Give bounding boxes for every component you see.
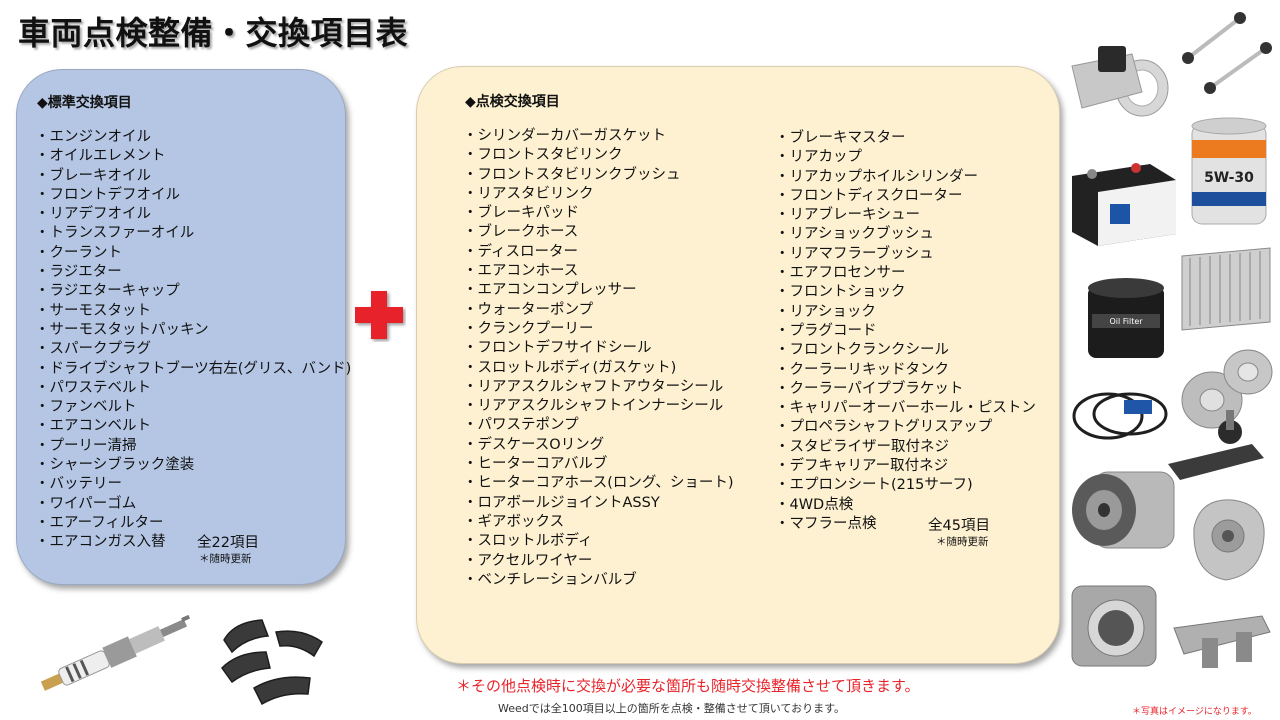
list-item: ・ギアボックス — [463, 513, 565, 530]
inspection-items-column-1: ・シリンダーカバーガスケット ・フロントスタビリンク ・フロントスタビリンクブッ… — [463, 127, 734, 590]
list-item: ・スパークプラグ — [35, 341, 151, 358]
list-item: ・バッテリー — [35, 476, 122, 493]
list-item: ・フロントショック — [775, 284, 906, 301]
water-pump-image — [1193, 499, 1265, 581]
list-item: ・ブレーキオイル — [35, 167, 151, 184]
list-item: ・リアマフラーブッシュ — [775, 245, 934, 262]
list-item: ・エアコンコンプレッサー — [463, 282, 637, 299]
list-item: ・フロントデフオイル — [35, 186, 180, 203]
radiator-image — [1181, 247, 1271, 331]
ac-compressor-image — [1072, 471, 1175, 549]
list-item: ・リアブレーキシュー — [775, 207, 920, 224]
list-item: ・サーモスタット — [35, 302, 151, 319]
standard-items-list: ・エンジンオイル ・オイルエレメント ・ブレーキオイル ・フロントデフオイル ・… — [35, 128, 351, 553]
list-item: ・スタビライザー取付ネジ — [775, 438, 949, 455]
list-item: ・4WD点検 — [775, 496, 854, 513]
inspection-total: 全45項目 — [928, 518, 990, 534]
battery-image — [1072, 163, 1176, 246]
list-item: ・パワステベルト — [35, 379, 151, 396]
list-item: ・トランスファーオイル — [35, 225, 195, 242]
list-item: ・クーラント — [35, 244, 122, 261]
standard-heading: ◆標準交換項目 — [37, 95, 132, 111]
list-item: ・ロアボールジョイントASSY — [463, 494, 660, 511]
list-item: ・デスケースOリング — [463, 436, 605, 453]
list-item: ・エンジンオイル — [35, 129, 151, 145]
list-item: ・エアコンベルト — [35, 418, 151, 435]
list-item: ・アクセルワイヤー — [463, 552, 593, 569]
list-item: ・ヒーターコアバルブ — [463, 456, 608, 473]
standard-items-panel: ◆標準交換項目 ・エンジンオイル ・オイルエレメント ・ブレーキオイル ・フロン… — [16, 69, 351, 585]
list-item: ・ドライブシャフトブーツ右左(グリス、バンド) — [35, 360, 352, 377]
standard-total: 全22項目 — [197, 535, 259, 551]
list-item: ・ブレーキマスター — [775, 130, 906, 146]
inspection-count-note: Weedでは全100項目以上の箇所を点検・整備させて頂いております。 — [498, 702, 845, 715]
list-item: ・ベンチレーションバルブ — [463, 571, 637, 588]
list-item: ・フロントディスクローター — [775, 187, 963, 204]
inspection-items-panel: ◆点検交換項目 ・シリンダーカバーガスケット ・フロントスタビリンク ・フロント… — [416, 66, 1060, 664]
list-item: ・プラグコード — [775, 322, 877, 339]
oil-grade-label: 5W-30 — [1204, 170, 1254, 186]
list-item: ・オイルエレメント — [35, 148, 166, 165]
list-item: ・リアショック — [775, 303, 876, 320]
list-item: ・リアアスクルシャフトインナーシール — [463, 398, 724, 415]
inspection-heading: ◆点検交換項目 — [465, 94, 560, 110]
drive-belts-image — [1072, 392, 1168, 440]
list-item: ・フロントスタビリンク — [463, 147, 623, 164]
list-item: ・パワステポンプ — [463, 417, 579, 434]
list-item: ・スロットルボディ(ガスケット) — [463, 359, 677, 376]
list-item: ・エアーフィルター — [35, 514, 164, 531]
list-item: ・ラジエター — [35, 264, 122, 281]
brake-master-cylinder-image — [1173, 615, 1271, 668]
list-item: ・リアスタビリンク — [463, 185, 594, 202]
list-item: ・ヒーターコアホース(ロング、ショート) — [463, 475, 734, 492]
list-item: ・クランクプーリー — [463, 320, 594, 337]
spark-plug-image — [40, 614, 191, 691]
image-disclaimer: ＊写真はイメージになります。 — [1132, 707, 1257, 717]
standard-update-note: ＊随時更新 — [199, 553, 252, 565]
oil-filter-image: Oil Filter — [1088, 278, 1164, 358]
list-item: ・クーラーパイプブラケット — [775, 380, 964, 397]
list-item: ・スロットルボディ — [463, 533, 593, 550]
list-item: ・エアコンホース — [463, 263, 579, 280]
list-item: ・エプロンシート(215サーフ) — [775, 477, 973, 494]
list-item: ・エアフロセンサー — [775, 265, 906, 282]
list-item: ・デフキャリアー取付ネジ — [775, 458, 949, 475]
list-item: ・エアコンガス入替 — [35, 534, 166, 551]
list-item: ・フロントクランクシール — [775, 342, 949, 359]
page-title: 車両点検整備・交換項目表 — [18, 14, 409, 52]
list-item: ・ウォーターポンプ — [463, 301, 594, 318]
list-item: ・ディスローター — [463, 243, 578, 260]
list-item: ・クーラーリキッドタンク — [775, 361, 949, 378]
plus-icon — [355, 291, 403, 339]
list-item: ・キャリパーオーバーホール・ピストン — [775, 400, 1036, 417]
list-item: ・プロペラシャフトグリスアップ — [775, 419, 993, 436]
list-item: ・リアカップ — [775, 149, 862, 166]
ball-joint-image — [1168, 410, 1264, 480]
air-flow-sensor-image — [1071, 46, 1169, 117]
list-item: ・シリンダーカバーガスケット — [463, 128, 666, 144]
list-item: ・シャーシブラック塗装 — [35, 457, 195, 474]
list-item: ・サーモスタットパッキン — [35, 321, 209, 338]
inspection-update-note: ＊随時更新 — [936, 536, 989, 548]
list-item: ・リアカップホイルシリンダー — [775, 168, 978, 185]
list-item: ・フロントデフサイドシール — [463, 340, 652, 357]
list-item: ・ラジエターキャップ — [35, 283, 180, 300]
stabilizer-links-image — [1182, 12, 1272, 94]
engine-oil-can-image: 5W-30 — [1191, 117, 1267, 225]
list-item: ・リアデフオイル — [35, 206, 151, 223]
list-item: ・ファンベルト — [35, 399, 137, 416]
list-item: ・マフラー点検 — [775, 515, 877, 532]
list-item: ・フロントスタビリンクブッシュ — [463, 166, 681, 183]
list-item: ・リアショックブッシュ — [775, 226, 934, 243]
list-item: ・リアアスクルシャフトアウターシール — [463, 378, 724, 395]
list-item: ・ブレークホース — [463, 224, 579, 241]
throttle-body-image — [1071, 585, 1157, 667]
list-item: ・ブレーキパッド — [463, 205, 579, 222]
inspection-items-column-2: ・ブレーキマスター ・リアカップ ・リアカップホイルシリンダー ・フロントディス… — [775, 129, 1036, 534]
brake-pads-image — [221, 619, 323, 706]
list-item: ・ワイパーゴム — [35, 495, 137, 512]
additional-service-note: ＊その他点検時に交換が必要な箇所も随時交換整備させて頂きます。 — [456, 677, 920, 695]
list-item: ・プーリー清掃 — [35, 437, 137, 454]
oil-filter-label: Oil Filter — [1109, 317, 1143, 326]
